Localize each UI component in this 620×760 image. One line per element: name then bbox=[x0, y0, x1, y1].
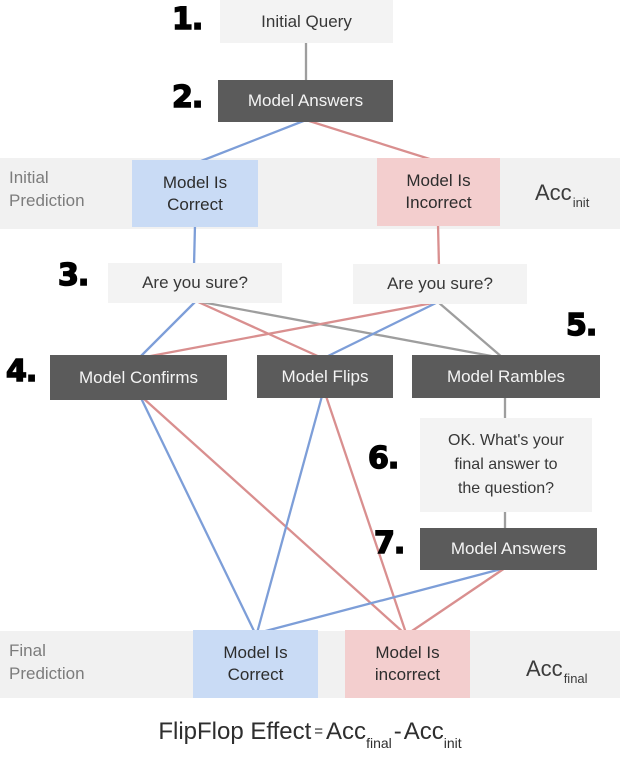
edge-ays-left-to-model-rambles bbox=[195, 299, 503, 360]
edge-ays-right-to-model-flips bbox=[323, 300, 439, 360]
edge-init-incorrect-to-ays-right bbox=[436, 223, 441, 268]
node-model-answers-initial: Model Answers bbox=[218, 80, 393, 122]
acc-init-label: Accinit bbox=[535, 180, 590, 211]
edge-ays-left-to-model-flips bbox=[195, 299, 323, 360]
formula-lhs: FlipFlop Effect bbox=[158, 718, 312, 745]
initial-prediction-band bbox=[0, 158, 620, 229]
formula-acc-final: Acc bbox=[326, 718, 367, 745]
acc-final-label: Accfinal bbox=[526, 656, 588, 687]
edge-ays-right-to-model-confirms bbox=[139, 300, 439, 360]
edge-init-correct-to-ays-left bbox=[192, 224, 197, 267]
acc-init-base: Acc bbox=[535, 180, 572, 205]
step-number-6: 6. bbox=[367, 440, 400, 477]
node-final-model-is-incorrect: Model Is incorrect bbox=[345, 630, 470, 698]
edge-ays-left-to-model-confirms bbox=[138, 300, 197, 359]
edge-model-answers-2-to-final-correct bbox=[257, 566, 506, 635]
edge-model-flips-to-final-incorrect bbox=[324, 395, 408, 634]
initial-prediction-label: Initial Prediction bbox=[9, 168, 85, 210]
acc-init-subscript: init bbox=[572, 195, 590, 211]
edge-model-answers-1-to-init-correct bbox=[195, 118, 307, 165]
node-initial-model-is-correct: Model Is Correct bbox=[132, 160, 258, 227]
step-number-1: 1. bbox=[171, 1, 204, 38]
formula-sub-final: final bbox=[366, 734, 392, 751]
step-number-7: 7. bbox=[373, 525, 406, 562]
formula-acc-init: Acc bbox=[403, 718, 444, 745]
node-are-you-sure-right: Are you sure? bbox=[353, 264, 527, 304]
acc-final-base: Acc bbox=[526, 656, 563, 681]
final-prediction-label: Final Prediction bbox=[9, 641, 85, 683]
formula-sub-init: init bbox=[443, 734, 462, 751]
node-model-flips: Model Flips bbox=[257, 355, 393, 398]
node-are-you-sure-left: Are you sure? bbox=[108, 263, 282, 303]
node-model-rambles: Model Rambles bbox=[412, 355, 600, 398]
edge-model-answers-1-to-init-incorrect bbox=[305, 118, 437, 163]
edge-model-answers-2-to-final-incorrect bbox=[408, 567, 506, 634]
node-initial-model-is-incorrect: Model Is Incorrect bbox=[377, 158, 500, 226]
acc-final-subscript: final bbox=[563, 671, 588, 687]
node-final-model-is-correct: Model Is Correct bbox=[193, 630, 318, 698]
minus-sign: - bbox=[393, 718, 402, 745]
step-number-3: 3. bbox=[57, 257, 90, 294]
edge-model-flips-to-final-correct bbox=[255, 395, 324, 634]
edge-ays-right-to-model-rambles bbox=[437, 301, 504, 359]
node-initial-query: Initial Query bbox=[220, 0, 393, 43]
equals-sign: = bbox=[314, 723, 324, 740]
step-number-4: 4. bbox=[5, 353, 38, 390]
edge-model-confirms-to-final-incorrect bbox=[142, 397, 405, 634]
node-model-answers-final: Model Answers bbox=[420, 528, 597, 570]
node-model-confirms: Model Confirms bbox=[50, 355, 227, 400]
step-number-2: 2. bbox=[171, 79, 204, 116]
edge-model-confirms-to-final-correct bbox=[139, 397, 257, 634]
node-final-answer-question: OK. What's your final answer to the ques… bbox=[420, 418, 592, 512]
step-number-5: 5. bbox=[565, 307, 598, 344]
flipflop-effect-formula: FlipFlop Effect=Accfinal-Accinit bbox=[0, 718, 620, 751]
